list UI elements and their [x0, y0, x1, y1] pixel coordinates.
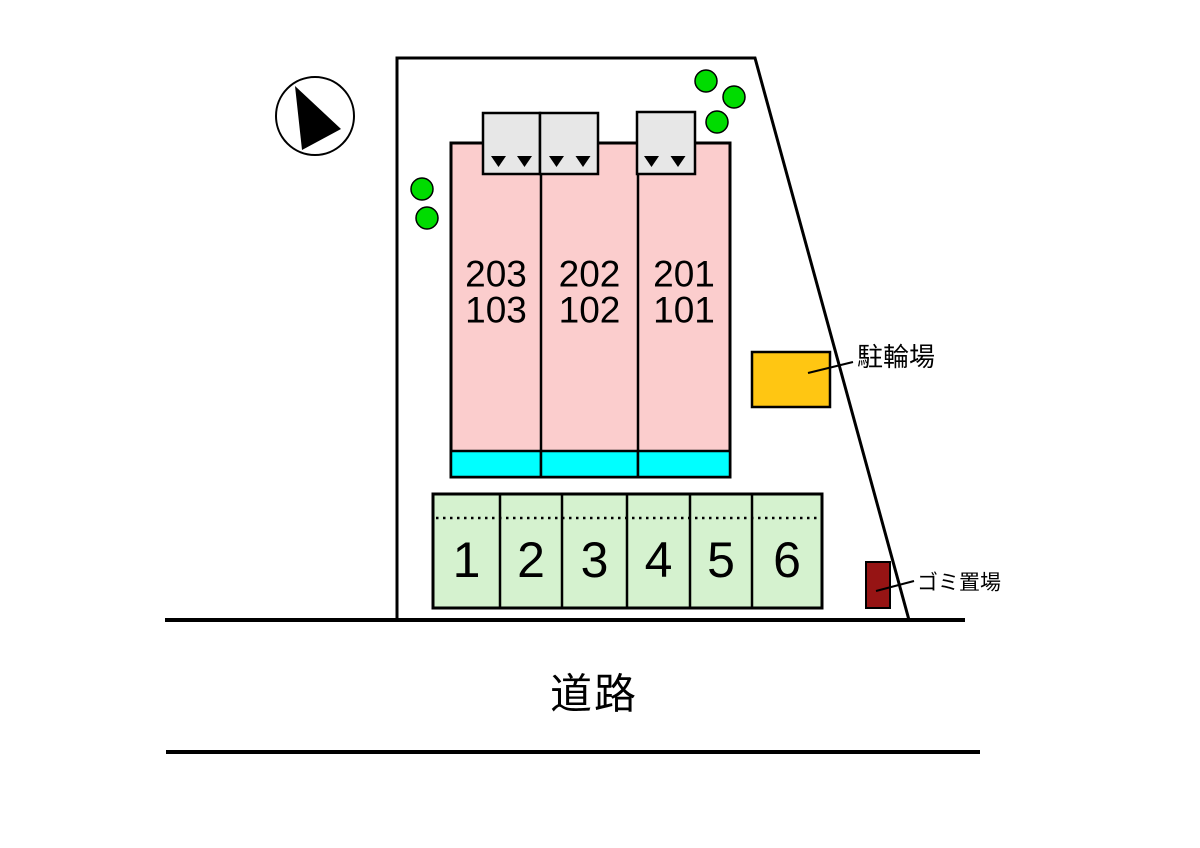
- down-triangle-icon: [670, 156, 686, 167]
- balcony: [449, 449, 543, 479]
- unit-number-101: 101: [653, 290, 715, 331]
- balcony: [636, 449, 732, 479]
- down-triangle-icon: [517, 156, 532, 167]
- road-label: 道路: [550, 671, 638, 718]
- entrance-box: [635, 110, 697, 176]
- north-arrow-icon: [275, 76, 355, 156]
- garbage-leader-line: [875, 580, 915, 592]
- unit-number-202: 202: [559, 254, 621, 295]
- down-triangle-icon: [491, 156, 506, 167]
- bicycle-parking-leader-line: [807, 361, 854, 374]
- north-arrow-triangle: [295, 86, 341, 150]
- bicycle-parking-label: 駐輪場: [857, 342, 935, 372]
- parking-space-number: 4: [645, 532, 673, 588]
- unit-number-203: 203: [465, 254, 527, 295]
- garbage-box: [865, 561, 891, 609]
- unit-number-102: 102: [559, 290, 621, 331]
- tree-icon: [410, 177, 434, 201]
- building: 203 103 202 102 201 101: [449, 110, 732, 479]
- entrance-box: [481, 111, 542, 176]
- parking-space-number: 2: [517, 532, 545, 588]
- parking-space-number: 1: [453, 532, 481, 588]
- down-triangle-icon: [644, 156, 659, 167]
- balcony: [539, 449, 640, 479]
- bicycle-parking-box: [750, 350, 832, 409]
- down-triangle-icon: [575, 156, 591, 167]
- down-triangle-icon: [549, 156, 564, 167]
- tree-icon: [415, 206, 439, 230]
- property-boundary: [395, 56, 911, 621]
- parking-space-number: 3: [581, 532, 609, 588]
- tree-icon: [694, 69, 718, 93]
- entrance-box: [538, 111, 600, 176]
- parking-lot: 1 2 3 4 5 6: [431, 492, 824, 610]
- parking-space-number: 5: [707, 532, 735, 588]
- unit-number-201: 201: [653, 254, 715, 295]
- parking-space-number: 6: [773, 532, 801, 588]
- bicycle-parking: 駐輪場: [750, 342, 935, 409]
- tree-icon: [705, 110, 729, 134]
- tree-icon: [722, 85, 746, 109]
- garbage-area-label: ゴミ置場: [917, 572, 1001, 595]
- garbage-area: ゴミ置場: [865, 561, 1001, 609]
- unit-number-103: 103: [465, 290, 527, 331]
